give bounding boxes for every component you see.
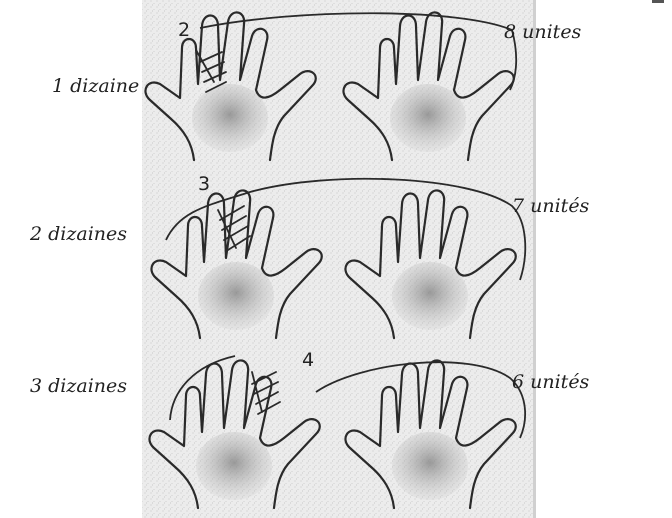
- right-margin-mark: [652, 0, 664, 3]
- row-3-left-label: 3 dizaines: [30, 375, 127, 397]
- panel-edge: [533, 0, 536, 518]
- row-2-right-label: 7 unités: [512, 195, 590, 217]
- row-3-right-label: 6 unités: [512, 371, 590, 393]
- row-2-left-label: 2 dizaines: [29, 223, 127, 245]
- row-2-number: 3: [198, 173, 210, 195]
- row-1-right-label: 8 unites: [504, 21, 582, 43]
- row-3-number: 4: [302, 349, 314, 371]
- row-1-left-label: 1 dizaine: [52, 75, 139, 97]
- row-1-number: 2: [178, 19, 190, 41]
